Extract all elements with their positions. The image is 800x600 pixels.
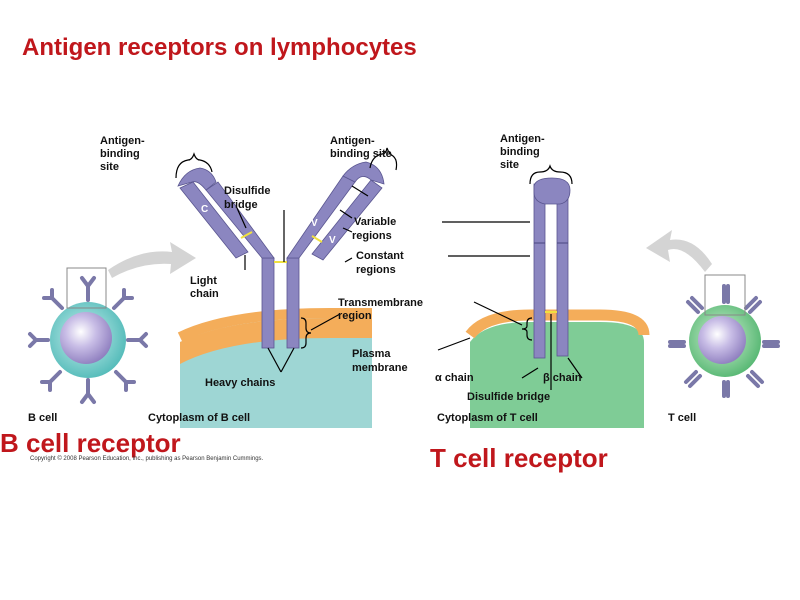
antigen-binding-tip-right [342, 161, 385, 185]
heavy-chain-left-arm [205, 181, 275, 259]
svg-text:Antigen- binding site: Antigen- binding site [330, 135, 392, 160]
svg-text:Antigen- binding site: Antigen- binding site [500, 133, 548, 171]
b-cell-receptor [177, 161, 385, 349]
b-cell-illustration [28, 267, 148, 404]
cytoplasm-b-label: Cytoplasm of B cell [148, 412, 250, 424]
b-cell-receptor-caption: B cell receptor [0, 428, 181, 458]
svg-text:Light chain: Light chain [190, 275, 220, 300]
ab-site-t-line3: site [500, 159, 519, 171]
ab-site-left-line2: binding [100, 148, 140, 160]
light-chain-line1: Light [190, 275, 217, 287]
v-mark-right-1: V [311, 218, 318, 229]
light-chain-line2: chain [190, 288, 219, 300]
svg-text:Antigen- binding site: Antigen- binding site [100, 135, 148, 173]
ab-site-mid-line2: binding site [330, 148, 392, 160]
heavy-chain-left-stem [261, 257, 275, 349]
t-cell-nucleus [698, 316, 746, 364]
t-antigen-binding-tip [533, 177, 571, 205]
light-chain-left [179, 181, 249, 259]
alpha-chain [533, 183, 546, 359]
svg-text:Variable regions: Variable regions [352, 216, 399, 242]
t-cell-zoom-box [704, 274, 746, 316]
disulfide-bridge-line1: Disulfide [224, 185, 270, 197]
ab-site-mid-line1: Antigen- [330, 135, 375, 147]
b-cell-zoom-box [66, 267, 107, 309]
t-cell-receptor-caption: T cell receptor [430, 443, 608, 473]
heavy-chain-right-stem [286, 257, 300, 349]
copyright-note: Copyright © 2008 Pearson Education, Inc.… [30, 456, 264, 462]
b-cell-arrow-icon [108, 242, 196, 278]
t-cell-label: T cell [668, 412, 696, 424]
heavy-chains-label: Heavy chains [205, 377, 275, 389]
variable-regions-line1: Variable [354, 216, 396, 228]
ab-site-left-line3: site [100, 161, 119, 173]
t-cell-arrow-icon [646, 230, 712, 272]
b-cell-panel [177, 308, 372, 428]
svg-text:Transmembrane region: Transmembrane region [338, 297, 426, 322]
beta-chain [556, 183, 569, 357]
disulfide-bridges-b [240, 231, 323, 263]
transmembrane-line1: Transmembrane [338, 297, 423, 309]
disulfide-bridge-line2: bridge [224, 199, 258, 211]
plasma-membrane-line2: membrane [352, 362, 408, 374]
beta-chain-label: β chain [543, 372, 582, 384]
t-cytoplasm [470, 322, 644, 428]
b-cell-nucleus [60, 312, 112, 364]
constant-regions-line2: regions [356, 264, 396, 276]
b-cell-surface-receptors [28, 276, 148, 404]
svg-text:Disulfide bridge: Disulfide bridge [224, 185, 274, 211]
b-cell-label: B cell [28, 412, 57, 424]
ab-site-t-line2: binding [500, 146, 540, 158]
slide-title: Antigen receptors on lymphocytes [22, 34, 417, 61]
constant-regions-line1: Constant [356, 250, 404, 262]
alpha-chain-label: α chain [435, 372, 474, 384]
v-mark-right-2: V [329, 235, 336, 246]
svg-text:Constant regions: Constant regions [356, 250, 407, 276]
t-cell-surface-receptors [668, 284, 780, 398]
variable-regions-line2: regions [352, 230, 392, 242]
ab-site-left-line1: Antigen- [100, 135, 145, 147]
svg-text:Plasma membrane: Plasma membrane [352, 348, 408, 374]
b-plasma-membrane [180, 318, 372, 364]
t-leader-lines [437, 164, 583, 390]
ab-site-t-line1: Antigen- [500, 133, 545, 145]
b-leader-lines [175, 147, 398, 373]
t-cell-illustration [668, 274, 780, 398]
disulfide-bridge-t-label: Disulfide bridge [467, 391, 550, 403]
t-cell-receptor [533, 177, 571, 359]
plasma-membrane-line1: Plasma [352, 348, 391, 360]
cytoplasm-t-label: Cytoplasm of T cell [437, 412, 538, 424]
light-chain-right [311, 179, 383, 261]
antigen-binding-tip-left [177, 167, 217, 191]
transmembrane-line2: region [338, 310, 372, 322]
c-mark-left: C [201, 204, 208, 215]
t-cell-panel [465, 309, 650, 428]
